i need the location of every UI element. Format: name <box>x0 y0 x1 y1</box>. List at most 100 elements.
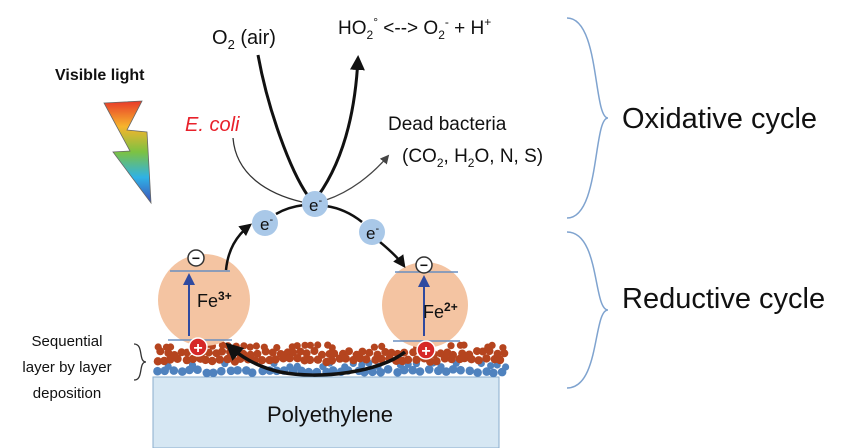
brown-bead <box>246 343 254 351</box>
brown-bead <box>482 354 491 363</box>
fe2-plus-marker <box>416 340 436 360</box>
blue-bead <box>233 366 242 375</box>
blue-bead <box>376 368 386 377</box>
brown-bead <box>246 350 255 359</box>
brown-bead <box>362 355 371 364</box>
brown-bead <box>341 354 350 363</box>
brown-bead <box>260 343 268 351</box>
brown-bead <box>257 356 267 365</box>
blue-bead <box>178 367 187 376</box>
fe2-label: Fe2+ <box>423 300 458 322</box>
electron-chain-arc-right <box>325 204 363 223</box>
brown-bead <box>167 343 175 351</box>
brown-bead <box>488 341 496 349</box>
layer-label-line-2: layer by layer <box>22 359 111 376</box>
oxidative-brace <box>566 17 609 219</box>
superoxide-outgoing-arrow <box>316 55 365 197</box>
brown-bead <box>215 355 224 364</box>
brown-bead <box>500 349 509 358</box>
svg-text:+: + <box>193 340 202 357</box>
blue-bead <box>226 366 236 376</box>
fe3-plus-marker <box>188 337 208 357</box>
brown-bead <box>473 347 481 356</box>
brown-bead <box>201 355 210 365</box>
brown-bead <box>208 356 217 366</box>
fe2-minus-marker <box>415 256 433 274</box>
brown-bead <box>223 354 232 364</box>
brown-bead <box>467 355 476 364</box>
blue-bead <box>153 366 162 376</box>
brown-bead <box>301 341 309 349</box>
svg-text:−: − <box>420 257 428 273</box>
brown-bead <box>318 350 326 359</box>
visible-light-label: Visible light <box>55 67 145 84</box>
brown-bead <box>253 349 262 358</box>
electron-top <box>302 191 328 217</box>
blue-bead <box>399 365 409 375</box>
brown-bead <box>365 348 374 357</box>
brown-bead <box>164 349 173 357</box>
ecoli-incoming-line <box>232 137 303 203</box>
svg-text:e-: e- <box>309 195 322 215</box>
blue-bead <box>489 368 498 378</box>
brown-bead <box>330 349 339 358</box>
brown-bead <box>387 348 396 357</box>
svg-text:e-: e- <box>260 214 273 234</box>
svg-text:−: − <box>192 250 200 266</box>
brown-bead <box>377 354 386 364</box>
products-label: (CO2, H2O, N, S) <box>402 146 543 170</box>
brown-bead <box>306 341 314 349</box>
brown-bead <box>447 342 455 350</box>
brown-bead <box>432 357 441 366</box>
blue-bead <box>437 363 445 371</box>
polyethylene-label: Polyethylene <box>267 402 393 427</box>
blue-bead <box>415 367 425 376</box>
fe3-label: Fe3+ <box>197 289 232 311</box>
lightning-bolt-icon <box>103 100 152 205</box>
layer-label-line-1: Sequential <box>32 333 103 350</box>
electron-left <box>252 210 278 236</box>
brown-bead <box>153 357 163 366</box>
superoxide-equilibrium-label: HO2° <--> O2- + H+ <box>338 15 491 42</box>
blue-bead <box>169 366 179 375</box>
brown-bead <box>302 349 311 358</box>
fe3-to-electron-arrow <box>224 223 252 271</box>
brown-bead <box>293 354 302 363</box>
o2-incoming-line <box>256 54 310 197</box>
brown-bead <box>378 342 386 350</box>
polyethylene-substrate <box>152 376 500 448</box>
layer-label-line-3: deposition <box>33 385 101 402</box>
blue-bead <box>487 362 495 370</box>
dead-bacteria-label: Dead bacteria <box>388 114 507 135</box>
brown-bead <box>218 341 226 349</box>
blue-bead <box>465 366 475 376</box>
brown-bead <box>273 344 281 352</box>
o2-air-label: O2 (air) <box>212 27 276 52</box>
brown-bead <box>218 347 227 356</box>
brown-bead <box>355 354 365 363</box>
blue-bead <box>358 361 366 369</box>
blue-bead <box>482 367 492 376</box>
brown-bead <box>449 350 457 359</box>
brown-bead <box>478 347 487 356</box>
brown-bead <box>499 344 507 352</box>
svg-text:+: + <box>421 343 430 360</box>
brown-bead <box>474 356 483 365</box>
blue-bead <box>209 368 218 378</box>
brown-bead <box>381 348 390 356</box>
electron-to-fe2-arrow <box>379 241 406 269</box>
fe3-minus-marker <box>187 249 205 267</box>
brown-bead <box>279 354 288 363</box>
reductive-return-arrow <box>225 342 407 377</box>
blue-bead <box>448 365 458 374</box>
blue-bead <box>217 366 226 376</box>
blue-bead <box>408 365 418 375</box>
electron-right <box>359 219 385 245</box>
blue-bead <box>383 365 393 374</box>
brown-bead <box>173 354 182 363</box>
ecoli-label: E. coli <box>185 114 240 136</box>
blue-bead <box>441 367 451 376</box>
blue-bead <box>247 368 257 378</box>
reductive-cycle-label: Reductive cycle <box>622 283 825 315</box>
